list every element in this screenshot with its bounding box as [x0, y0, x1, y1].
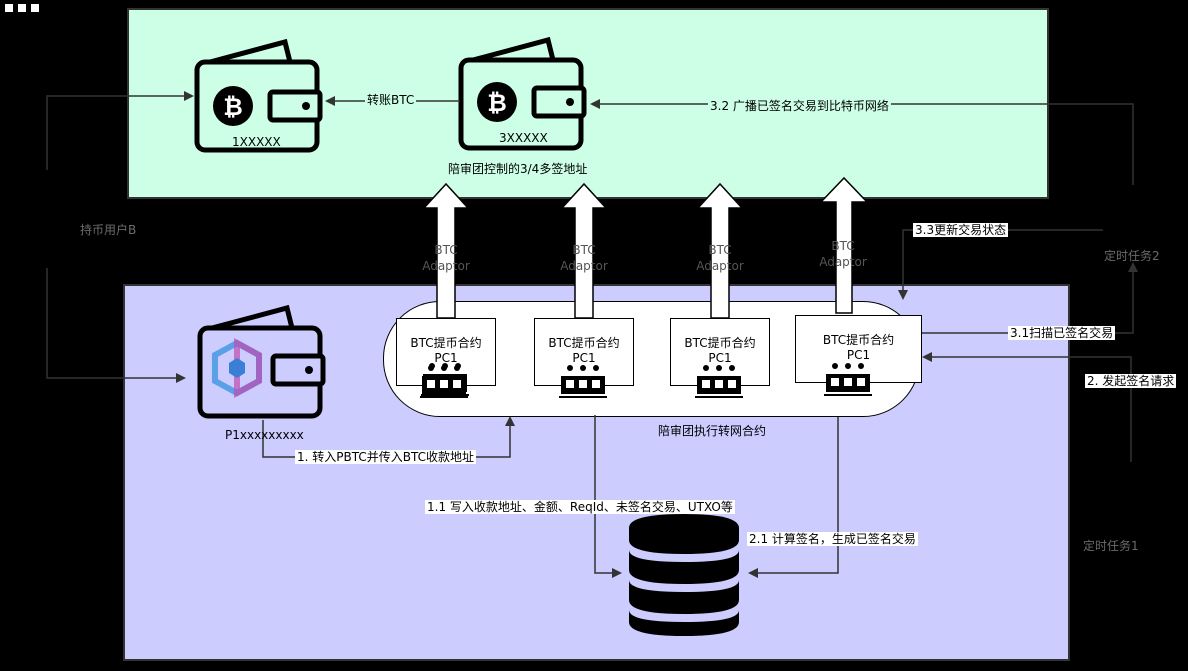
- broadcast-label: 3.2 广播已签名交易到比特币网络: [708, 99, 891, 113]
- jury-icon-3: [695, 365, 743, 398]
- step1-1-label: 1.1 写入收款地址、金额、ReqId、未签名交易、UTXO等: [425, 500, 735, 514]
- adaptor-label-3: BTC Adaptor: [696, 243, 744, 273]
- step2-1-label: 2.1 计算签名，生成已签名交易: [747, 532, 918, 546]
- svg-text:₿: ₿: [487, 89, 507, 117]
- user-to-pbtc-wallet-arrow: [46, 268, 186, 383]
- step3-1-arrow: [918, 262, 1138, 334]
- step3-3-arrow: [898, 229, 1103, 300]
- timer-task-2-label: 定时任务2: [1104, 249, 1160, 263]
- jury-icon-2: [559, 365, 607, 398]
- adaptor-label-1: BTC Adaptor: [422, 243, 470, 273]
- btc-wallet-address: 1XXXXX: [232, 135, 281, 149]
- pbtc-wallet-icon[interactable]: [197, 304, 326, 419]
- adaptor-arrow-3: [696, 182, 744, 319]
- contract-sub: PC1: [434, 351, 458, 365]
- step2-label: 2. 发起签名请求: [1085, 374, 1177, 388]
- contract-title: BTC提币合约: [684, 336, 756, 350]
- contract-sub: PC1: [572, 351, 596, 365]
- user-to-btc-wallet-arrow: [46, 91, 194, 170]
- step3-1-label: 3.1扫描已签名交易: [1008, 326, 1116, 340]
- btc-withdraw-contract-2[interactable]: BTC提币合约 PC1: [534, 318, 634, 386]
- contract-sub: PC1: [846, 348, 871, 362]
- multisig-caption: 陪审团控制的3/4多签地址: [448, 162, 588, 176]
- contract-title: BTC提币合约: [822, 333, 895, 347]
- transfer-label: 转账BTC: [365, 93, 417, 107]
- multisig-wallet-address: 3XXXXX: [499, 131, 548, 145]
- contract-sub: PC1: [708, 351, 732, 365]
- jury-contract-label: 陪审团执行转网合约: [658, 424, 767, 438]
- adaptor-label-2: BTC Adaptor: [560, 243, 608, 273]
- btc-withdraw-contract-4[interactable]: BTC提币合约 PC1: [795, 315, 922, 383]
- jury-icon-1: [420, 365, 468, 398]
- jury-icon-4: [824, 363, 872, 396]
- adaptor-arrow-4: [819, 176, 869, 314]
- pbtc-wallet-address: P1xxxxxxxxx: [225, 428, 304, 442]
- step2-1-arrow: [748, 417, 839, 578]
- step3-3-label: 3.3更新交易状态: [913, 223, 1009, 237]
- step1-1-arrow: [594, 415, 622, 578]
- btc-withdraw-contract-3[interactable]: BTC提币合约 PC1: [670, 318, 770, 386]
- adaptor-arrow-1: [422, 182, 470, 319]
- step1-label: 1. 转入PBTC并传入BTC收款地址: [295, 450, 476, 464]
- svg-text:₿: ₿: [223, 93, 243, 121]
- timer-task-1-label: 定时任务1: [1083, 539, 1139, 553]
- holder-user-label: 持币用户B: [80, 223, 137, 237]
- adaptor-arrow-2: [560, 182, 608, 319]
- btc-multisig-wallet-icon[interactable]: ₿: [458, 36, 587, 151]
- database-icon[interactable]: [629, 514, 739, 636]
- contract-title: BTC提币合约: [410, 336, 482, 350]
- btc-wallet-icon[interactable]: ₿: [194, 38, 323, 153]
- contract-title: BTC提币合约: [548, 336, 620, 350]
- adaptor-label-4: BTC Adaptor: [819, 239, 867, 269]
- step2-arrow: [922, 352, 1132, 462]
